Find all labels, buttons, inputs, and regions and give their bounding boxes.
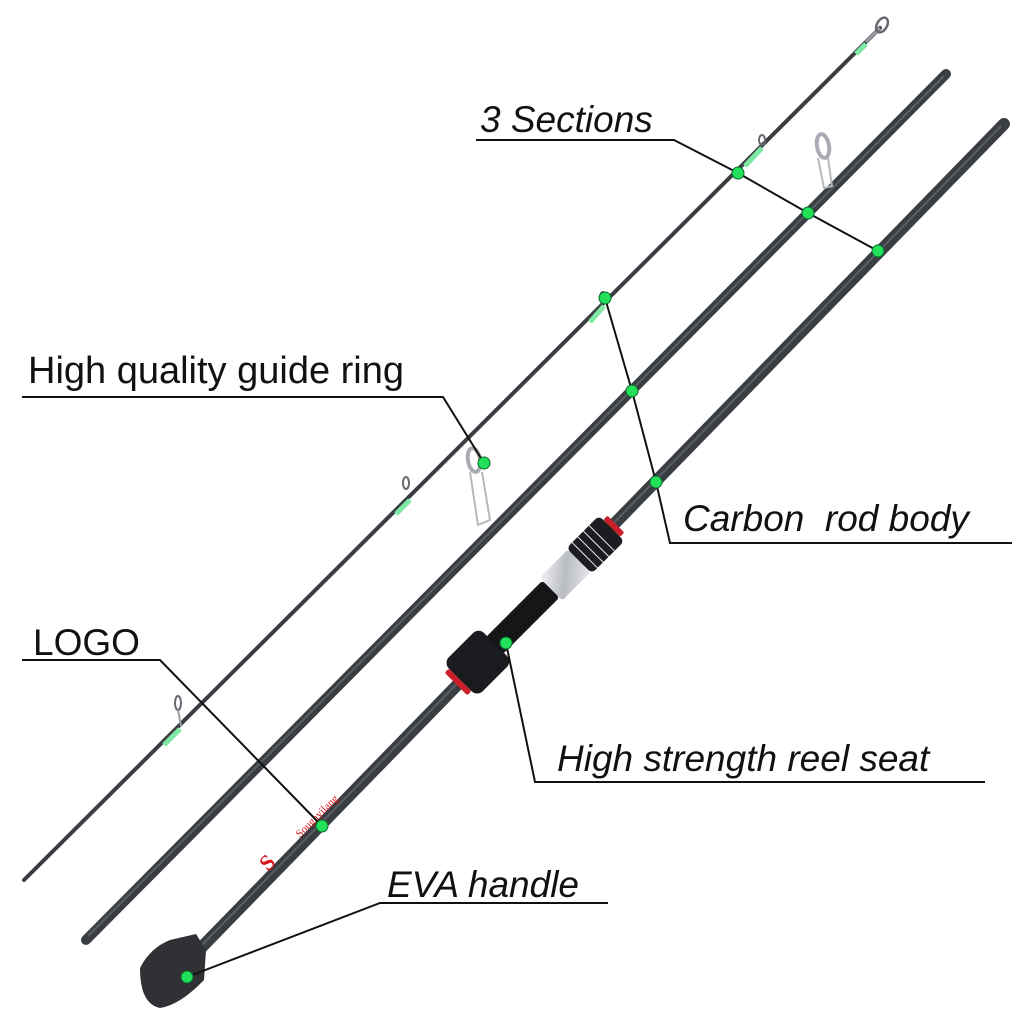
callout-dot <box>499 636 513 650</box>
callout-dot <box>477 456 491 470</box>
callout-line-reel-seat <box>505 642 985 783</box>
callout-line-eva-handle <box>186 902 608 978</box>
callout-dot <box>731 166 745 180</box>
callout-dot <box>315 819 329 833</box>
eva-handle <box>140 934 206 1008</box>
label-guide-ring: High quality guide ring <box>28 350 405 392</box>
callout-dots <box>180 166 885 984</box>
callout-dot <box>801 206 815 220</box>
callout-dot <box>180 970 194 984</box>
callout-line-sections <box>476 139 879 252</box>
callout-line-guide-ring <box>22 396 485 464</box>
label-reel-seat: High strength reel seat <box>557 738 930 779</box>
callout-dot <box>871 244 885 258</box>
guide-ring-icon <box>814 132 834 190</box>
label-logo: LOGO <box>33 622 140 663</box>
reel-seat-red-trim <box>604 516 624 536</box>
label-carbon-rod-body: Carbon rod body <box>683 498 969 539</box>
guide-ring-icon <box>743 134 766 168</box>
rod-butt-section: S Sougayilang <box>140 118 1010 1008</box>
rod-middle-section <box>81 69 951 945</box>
label-eva-handle: EVA handle <box>387 864 580 905</box>
guide-wrap <box>854 42 868 56</box>
reel-seat-locking-nut <box>568 517 623 572</box>
rod-logo: S Sougayilang <box>254 792 342 875</box>
tip-top-guide-icon <box>864 16 890 44</box>
guide-ring-icon <box>394 476 412 516</box>
callout-dot <box>598 291 612 305</box>
callout-line-logo <box>22 659 323 827</box>
reel-seat <box>445 516 624 695</box>
reel-seat-silver-hood <box>540 550 590 600</box>
callout-dot <box>649 475 663 489</box>
callout-dot <box>625 384 639 398</box>
guide-ring-icon <box>162 695 182 747</box>
label-3-sections: 3 Sections <box>480 99 653 140</box>
reel-seat-fore-grip <box>446 630 510 694</box>
